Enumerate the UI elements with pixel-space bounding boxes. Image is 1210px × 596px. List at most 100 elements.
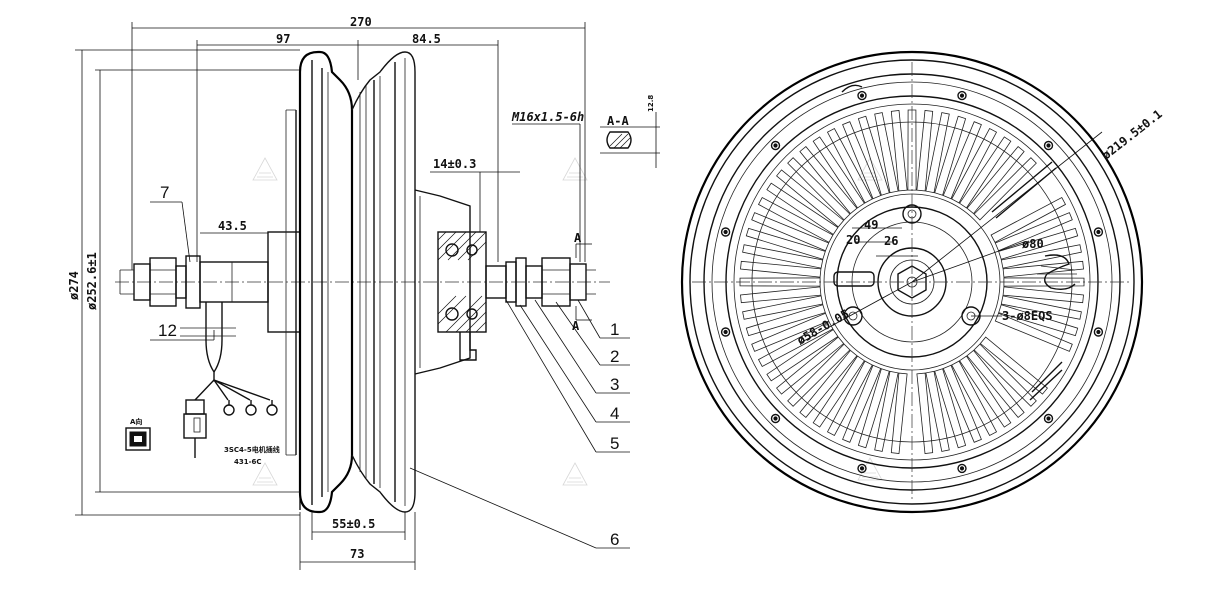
rim-bolt [1093, 327, 1104, 337]
dim-49: 49 [864, 218, 878, 232]
rim-bolt [957, 463, 967, 474]
dim-rim-outer: 73 [350, 547, 364, 561]
watermark-logos [252, 157, 883, 486]
rim-bolt-center [1096, 329, 1101, 335]
dim-rim-dia: ø252.6±1 [85, 252, 99, 310]
rim-bolt [1043, 140, 1054, 151]
stator-fin [890, 372, 908, 454]
stator-fin [799, 349, 858, 418]
callout-12: 12 [158, 321, 177, 340]
stator-fin [751, 212, 830, 252]
stator-fin [966, 349, 1025, 418]
rim-bolt [720, 327, 731, 337]
callout-2: 2 [610, 347, 619, 366]
rim-bolt-center [859, 466, 865, 471]
stator-fin [776, 169, 845, 228]
stator-fin [942, 121, 982, 200]
stator-fin [739, 277, 821, 287]
dimension-lines [75, 22, 592, 570]
stator-fin [973, 157, 1037, 221]
brand-logo [1037, 254, 1077, 291]
dim-hub-dia: ø80 [1022, 237, 1044, 251]
connector-a-view [125, 427, 151, 451]
stator-fin [1000, 244, 1082, 269]
stator-fin [812, 136, 865, 209]
stator-fin [799, 146, 858, 215]
stator-fin [998, 227, 1079, 260]
stator-fin [934, 368, 967, 449]
rim-bolt-center [859, 93, 865, 98]
rim-bolt [770, 140, 781, 151]
stator-fin [776, 336, 845, 395]
stator-fin [925, 370, 950, 452]
stator-fins [739, 109, 1085, 454]
dim-flat: 12.8 [647, 95, 655, 112]
stator-fin [787, 157, 851, 221]
stator-fin [745, 227, 826, 260]
rim-bolt [857, 90, 867, 101]
bearing-hatch [437, 231, 487, 333]
callout-numbers: 7 12 1 2 3 4 5 6 [158, 183, 619, 549]
rim-bolt [1093, 227, 1104, 237]
stator-fin [1003, 277, 1085, 287]
dim-axle-step: 14±0.3 [433, 157, 476, 171]
rim-bolt-center [959, 466, 965, 471]
stator-fin [1002, 286, 1084, 304]
callout-6: 6 [610, 530, 619, 549]
section-aa-label: A-A [607, 114, 629, 128]
stator-fin [826, 360, 873, 437]
rim-bolt-center [1046, 143, 1051, 148]
stator-fin [998, 304, 1079, 337]
stator-fin [742, 295, 824, 320]
dim-outer-dia: ø274 [67, 271, 81, 300]
connector-texts: A向 3SC4-5电机插线 431-6C [130, 417, 280, 466]
connector-view-label: A向 [130, 417, 142, 426]
dim-axle-left: 43.5 [218, 219, 247, 233]
connector-code: 431-6C [234, 458, 262, 466]
stator-fin [959, 136, 1012, 209]
stator-fin [951, 360, 998, 437]
stator-fin [751, 312, 830, 352]
stator-fin [874, 112, 899, 194]
stator-fin [979, 336, 1048, 395]
stator-fin [826, 127, 873, 204]
stator-fin [1000, 295, 1082, 320]
stator-fin [740, 260, 822, 278]
dim-thread: M16x1.5-6h [511, 110, 584, 124]
stator-fin [742, 244, 824, 269]
rim-bolt [720, 227, 731, 237]
stator-fin [857, 368, 890, 449]
callout-1: 1 [610, 320, 619, 339]
stator-fin [959, 355, 1012, 428]
rim-bolt [857, 463, 867, 474]
callout-7: 7 [160, 183, 169, 202]
dim-total-width: 270 [350, 15, 372, 29]
stator-fin [990, 196, 1067, 243]
rim-bolt-center [773, 143, 778, 148]
stator-fin [812, 355, 865, 428]
stator-fin [766, 182, 839, 235]
stator-fin [994, 312, 1073, 352]
side-view [75, 22, 660, 570]
section-mark-bottom: A [572, 319, 580, 333]
rim-bolt-center [1046, 416, 1051, 421]
rim-bolts [720, 90, 1104, 474]
dim-26: 26 [884, 234, 898, 248]
callout-5: 5 [610, 434, 619, 453]
callout-leaders [150, 201, 630, 549]
dim-20: 20 [846, 233, 860, 247]
stator-fin [951, 127, 998, 204]
dim-holes: 3-ø8EQS [1002, 309, 1053, 323]
section-aa [600, 112, 660, 168]
stator-fin [757, 196, 834, 243]
stator-fin [925, 112, 950, 194]
stator-fin [907, 109, 917, 191]
stator-fin [916, 372, 934, 454]
callout-3: 3 [610, 375, 619, 394]
dim-left-width: 97 [276, 32, 290, 46]
stator-fin [766, 329, 839, 382]
stator-fin [787, 343, 851, 407]
stator-fin [757, 321, 834, 368]
front-view [680, 50, 1144, 514]
stator-fin [890, 110, 908, 192]
